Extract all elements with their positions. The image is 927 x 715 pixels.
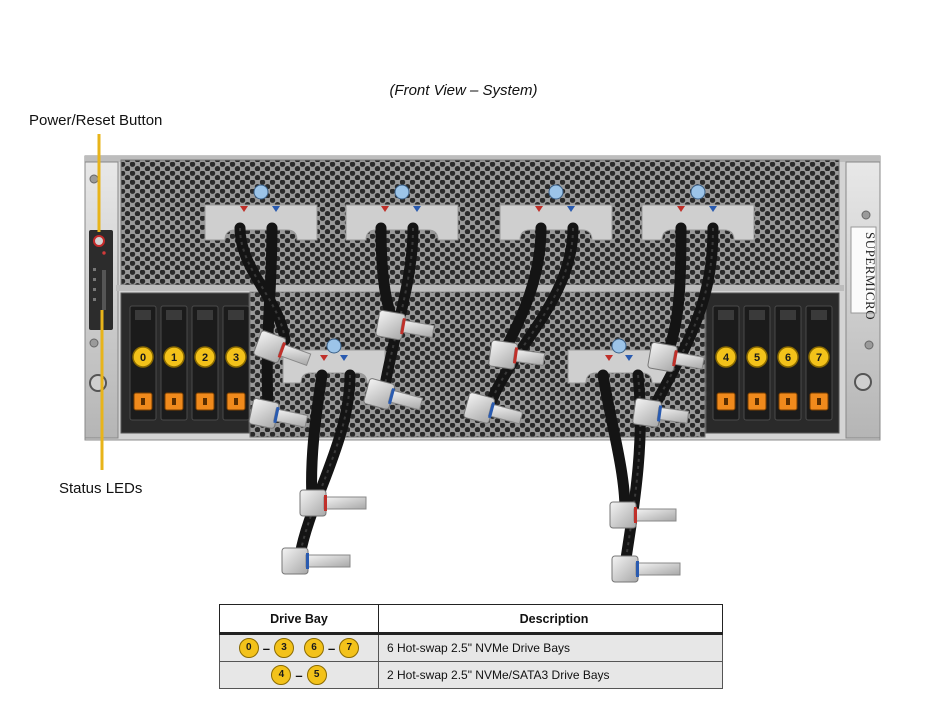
drive-bay-number: 3 xyxy=(233,352,239,364)
status-leds xyxy=(93,268,106,310)
drive-bay-5[interactable]: 5 xyxy=(743,305,771,421)
bay-badge: 5 xyxy=(306,665,327,685)
header-description: Description xyxy=(378,604,723,635)
drive-bay-number: 4 xyxy=(723,352,730,364)
table-row: 4–5 2 Hot-swap 2.5" NVMe/SATA3 Drive Bay… xyxy=(219,661,723,689)
bay-badge: 6 xyxy=(304,638,324,658)
manifold-2 xyxy=(345,204,459,241)
drive-bay-number: 1 xyxy=(171,352,177,364)
power-reset-label: Power/Reset Button xyxy=(29,112,163,129)
bay-badge: 4 xyxy=(271,665,292,685)
status-leds-label: Status LEDs xyxy=(59,480,143,497)
drive-bay-number: 6 xyxy=(785,352,791,364)
drive-bay-1[interactable]: 1 xyxy=(160,305,188,421)
drive-bay-7[interactable]: 7 xyxy=(805,305,833,421)
drive-bay-number: 2 xyxy=(202,352,208,364)
drive-bay-number: 5 xyxy=(754,352,760,364)
quick-disconnect-fittings xyxy=(248,309,705,583)
drive-bay-0[interactable]: 0 xyxy=(129,305,157,421)
drive-bay-6[interactable]: 6 xyxy=(774,305,802,421)
header-drive-bay: Drive Bay xyxy=(219,604,379,635)
bay-range-cell: 4–5 xyxy=(219,661,379,689)
drive-bay-2[interactable]: 2 xyxy=(191,305,219,421)
manifold-3 xyxy=(499,204,613,241)
manifold-1 xyxy=(204,204,318,241)
power-reset-button[interactable] xyxy=(93,235,105,247)
drive-bay-number: 0 xyxy=(140,352,146,364)
description-cell: 2 Hot-swap 2.5" NVMe/SATA3 Drive Bays xyxy=(378,661,723,689)
drive-bay-4[interactable]: 4 xyxy=(712,305,740,421)
server-front-view: SUPERMICRO 0 1 2 3 4 5 6 7 xyxy=(84,134,881,583)
brand-logo: SUPERMICRO xyxy=(863,232,878,320)
figure-caption: (Front View – System) xyxy=(389,82,538,99)
drive-bay-number: 7 xyxy=(816,352,822,364)
manifold-4 xyxy=(641,204,755,241)
bay-badge: 7 xyxy=(339,638,360,658)
drive-bay-3[interactable]: 3 xyxy=(222,305,250,421)
control-panel xyxy=(89,230,113,330)
bay-badge: 0 xyxy=(238,638,259,658)
bay-badge: 3 xyxy=(274,638,294,658)
description-cell: 6 Hot-swap 2.5" NVMe Drive Bays xyxy=(378,633,723,662)
